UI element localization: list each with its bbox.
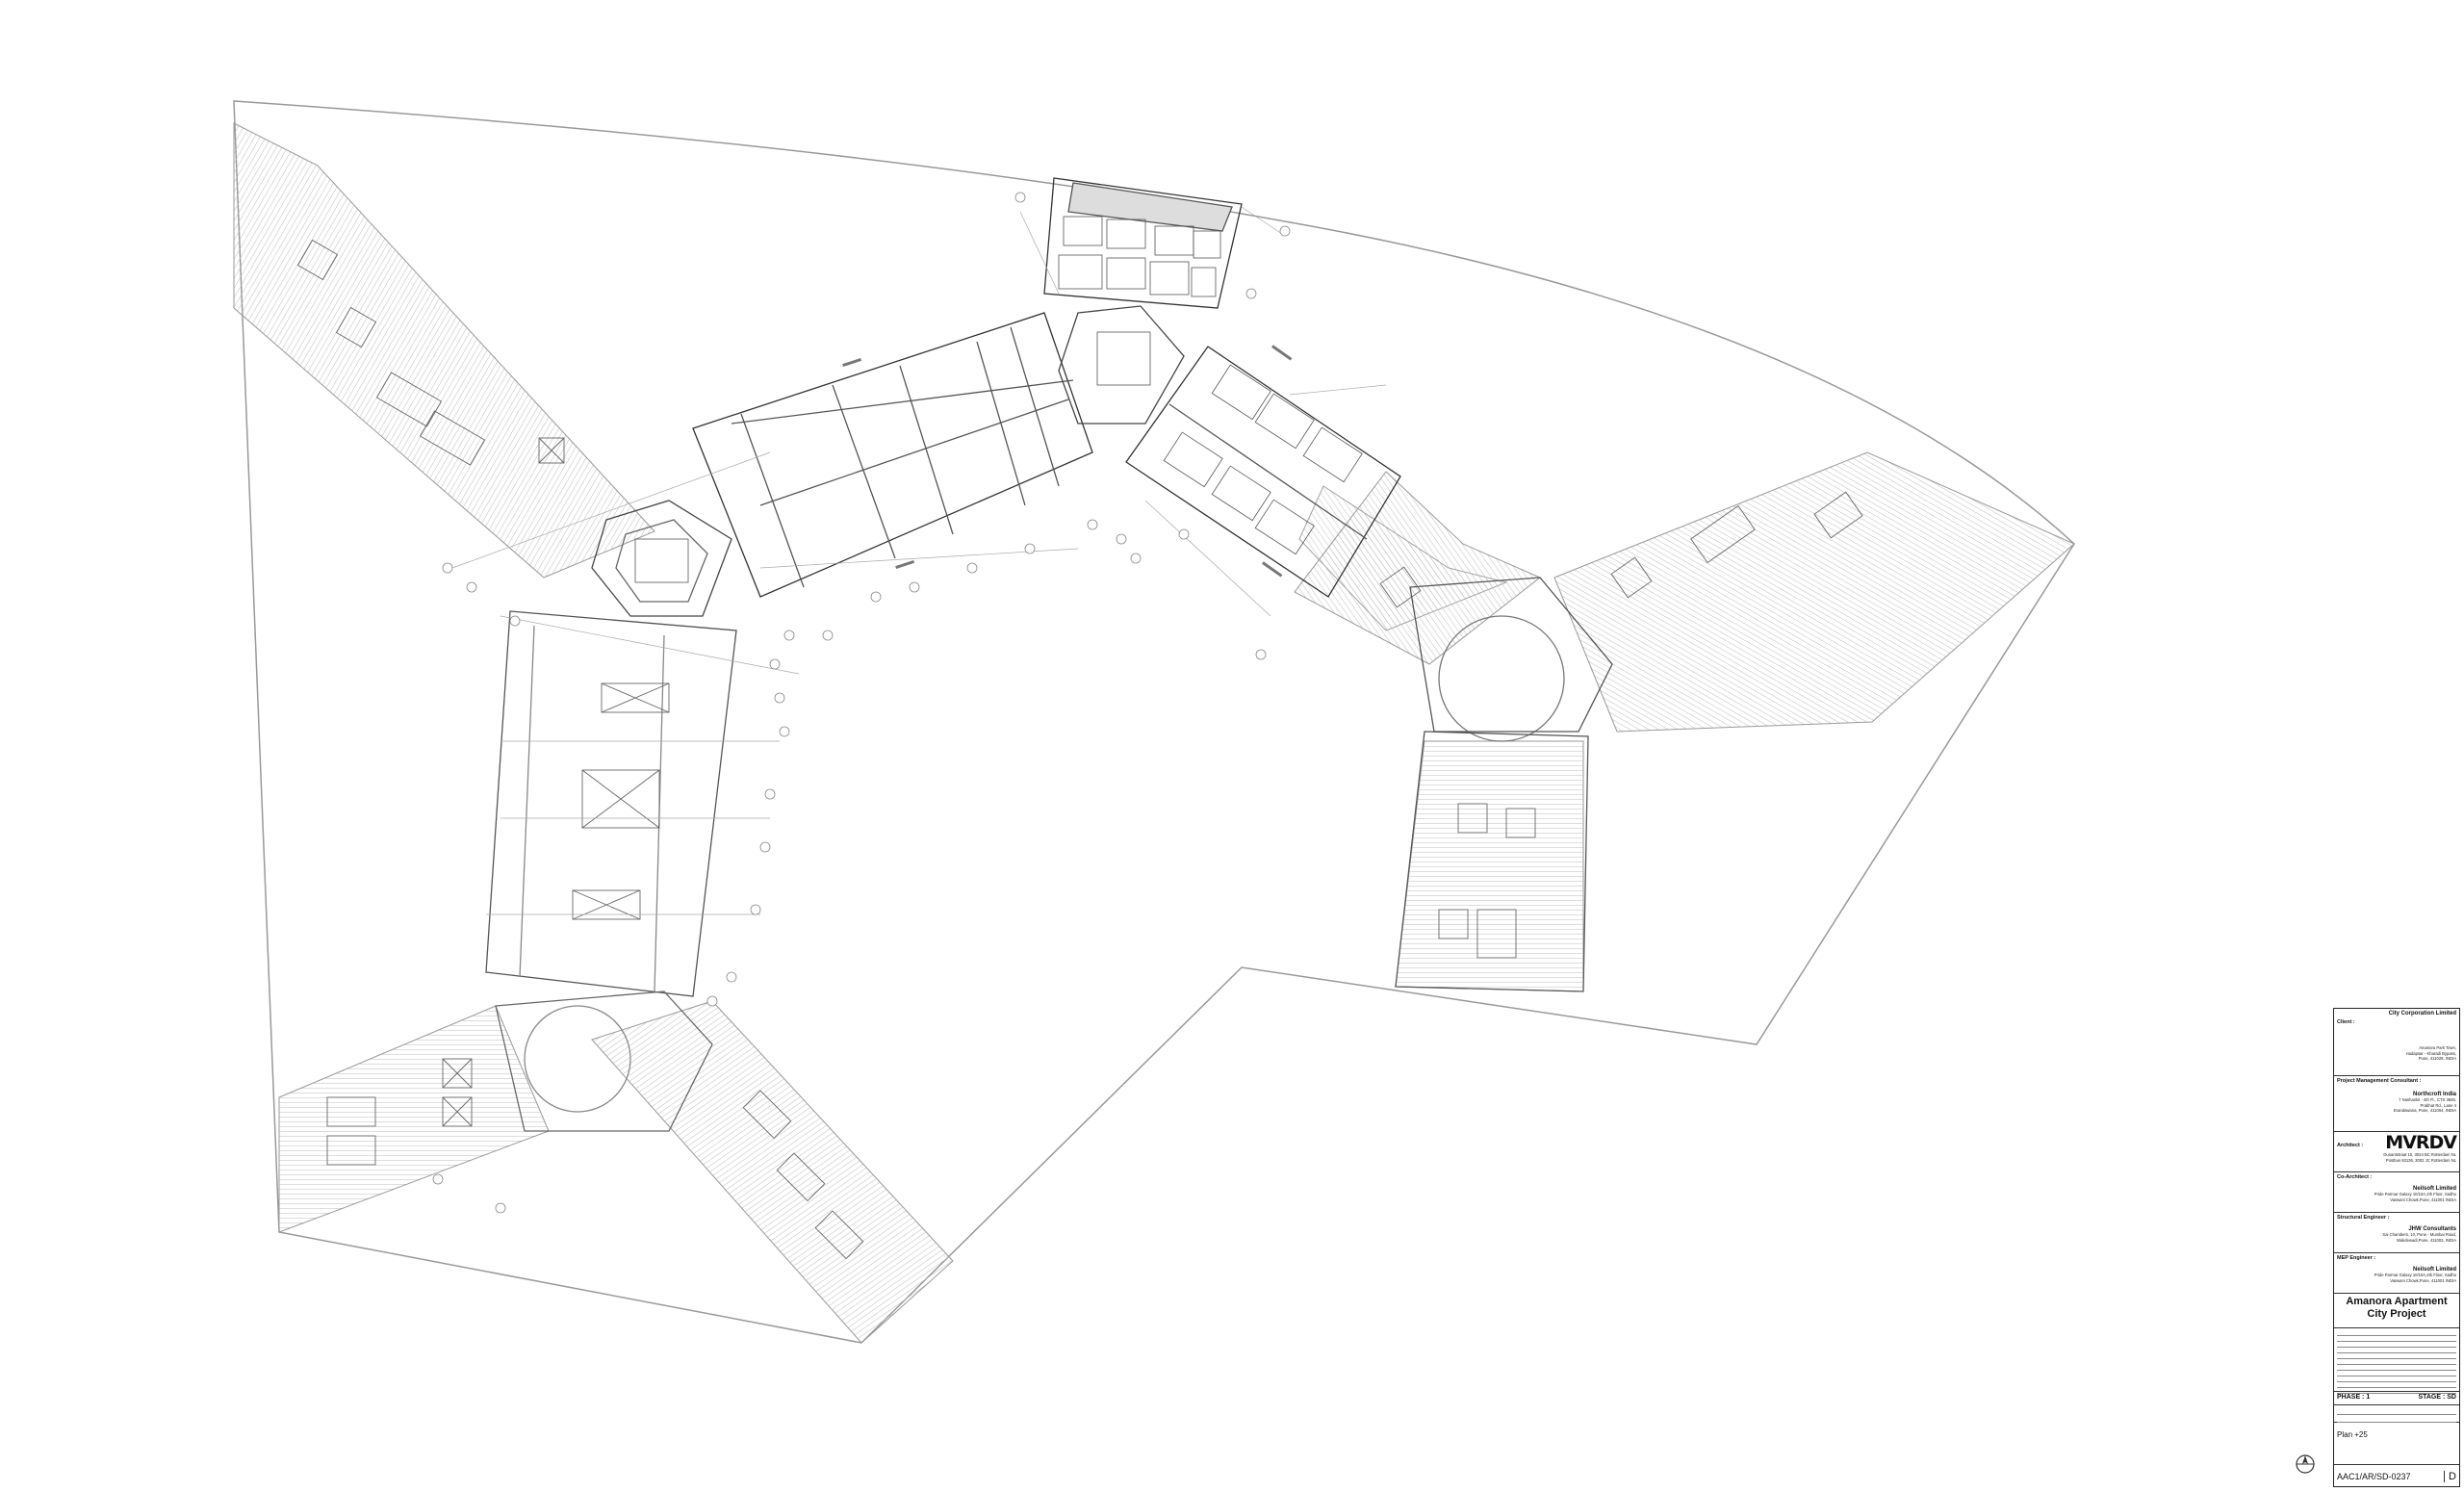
hatched-wings [233, 122, 2075, 1344]
client-address-2: Hadapsar - Kharadi Bypass, [2405, 1050, 2456, 1056]
phase-stage-row: PHASE : 1 STAGE : SD [2334, 1392, 2459, 1405]
pm-section: Project Management Consultant : Northcro… [2334, 1076, 2459, 1132]
grid-lines [451, 206, 1387, 915]
north-arrow-icon [2296, 1454, 2315, 1474]
openings [296, 239, 1863, 1260]
architect-address-1: Dunantstraat 10, 3024 BC Rotterdam NL [2383, 1152, 2456, 1157]
stage-label: STAGE : SD [2418, 1394, 2456, 1401]
structural-label: Structural Engineer : [2337, 1215, 2390, 1221]
grid-bubbles [432, 192, 1291, 1214]
dimension-marks [842, 345, 1293, 578]
structural-section: Structural Engineer : JHW Consultants Sa… [2334, 1213, 2459, 1253]
mep-label: MEP Engineer : [2337, 1255, 2376, 1261]
building-outlines [485, 177, 1613, 1132]
meta-grid [2334, 1405, 2459, 1423]
phase-label: PHASE : 1 [2337, 1394, 2371, 1401]
architect-address-2: Postbus 63136, 3002 JC Rotterdam NL [2385, 1157, 2456, 1163]
coarchitect-name: Neilsoft Limited [2412, 1186, 2456, 1192]
project-section: Amanora Apartment City Project [2334, 1294, 2459, 1328]
structural-name: JHW Consultants [2408, 1226, 2456, 1232]
revision-letter: D [2444, 1471, 2456, 1482]
architect-label: Architect : [2337, 1143, 2364, 1148]
structural-address-2: Wakdewadi,Pune, 411003, INDIA [2397, 1237, 2456, 1243]
sheet-title-section: Plan +25 [2334, 1423, 2459, 1465]
mep-address-1: Pride Parmar Galaxy 10/10A,4th Floor, Sa… [2374, 1273, 2456, 1277]
site-boundary [233, 100, 2075, 1344]
client-address-1: Amanora Park Town, [2419, 1045, 2456, 1050]
mvrdv-logo: MVRDV [2385, 1132, 2457, 1153]
project-title: Amanora Apartment City Project [2346, 1296, 2448, 1320]
mep-address-2: Vaswani Chowk,Pune, 411001 INDIA [2390, 1277, 2456, 1283]
title-block: Client : City Corporation Limited Amanor… [2333, 1008, 2460, 1487]
drawing-number: AAC1/AR/SD-0237 [2337, 1472, 2411, 1481]
pm-address-3: Erandawana, Pune, 411004, INDIA [2393, 1108, 2456, 1114]
sheet-title: Plan +25 [2337, 1430, 2368, 1439]
structural-address-1: Sai Chambers, 10, Pune - Mumbai Road, [2382, 1232, 2456, 1237]
architect-section: Architect : MVRDV Dunantstraat 10, 3024 … [2334, 1132, 2459, 1172]
coarchitect-label: Co-Architect : [2337, 1174, 2373, 1180]
pm-label: Project Management Consultant : [2337, 1078, 2422, 1084]
coarchitect-address-2: Vaswani Chowk,Pune, 411001 INDIA [2390, 1196, 2456, 1202]
drawing-number-section: AAC1/AR/SD-0237 D [2334, 1465, 2459, 1488]
mep-section: MEP Engineer : Neilsoft Limited Pride Pa… [2334, 1253, 2459, 1294]
pm-address-2: Prabhat Rd., Lane 4 [2420, 1102, 2456, 1108]
client-section: Client : City Corporation Limited Amanor… [2334, 1009, 2459, 1076]
revision-table [2334, 1328, 2459, 1394]
client-label: Client : [2337, 1019, 2355, 1025]
client-address-3: Pune, 411028, INDIA [2418, 1056, 2456, 1062]
mep-name: Neilsoft Limited [2412, 1267, 2456, 1273]
pm-name: Northcroft India [2413, 1092, 2456, 1097]
coarchitect-address-1: Pride Parmar Galaxy 10/10A,4th Floor, Sa… [2374, 1192, 2456, 1196]
pm-address-1: 7 Nashankit - 4th Fl., CTS 3845, [2399, 1097, 2456, 1102]
coarchitect-section: Co-Architect : Neilsoft Limited Pride Pa… [2334, 1172, 2459, 1213]
apartment-interiors [634, 216, 1363, 583]
client-name: City Corporation Limited [2388, 1011, 2456, 1016]
